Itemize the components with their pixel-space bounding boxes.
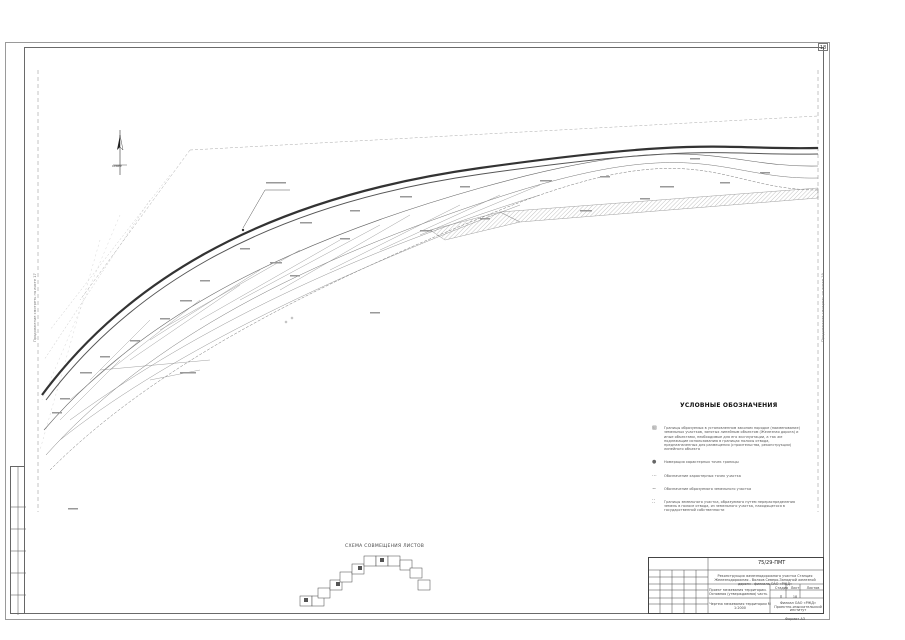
stamp-grid [11, 467, 26, 615]
legend-title: УСЛОВНЫЕ ОБОЗНАЧЕНИЯ [680, 402, 778, 409]
project-code: 75/29-ПМТ [758, 560, 786, 566]
legend-item: ⁚⁚ Границы земельного участка, образуемо… [652, 499, 802, 513]
north-arrow [113, 130, 127, 175]
hatched-parcel-band [499, 187, 819, 223]
left-stamp-strip [10, 466, 26, 615]
north-label: СЕВЕР [112, 164, 122, 168]
sheet-assembly-scheme [299, 555, 431, 607]
stage-label: Стадия [775, 586, 789, 590]
title-block: 75/29-ПМТ Реконструкция железнодорожного… [648, 557, 824, 614]
sheet-title: Проект межевания территории. Основная (у… [709, 588, 768, 596]
legend-item-text: Обозначение характерных точек участка [664, 473, 741, 478]
title-block-grid [648, 557, 824, 614]
hatched-area-symbol-icon: ▧ [652, 425, 657, 432]
parcel-number-symbol-icon: ∼ [652, 485, 657, 492]
legend-item: ▧ Границы образуемых в установленном зак… [652, 425, 802, 452]
legend-item: ⋯ Обозначение характерных точек участка [652, 472, 802, 479]
right-continuation-label: Продолжение смотреть на листе 19 [821, 273, 825, 342]
sheet-label: Лист [790, 586, 800, 590]
sheet-number: 18 [818, 43, 828, 51]
map-title: Чертеж межевания территории М 1:2000 [709, 602, 771, 610]
legend-item-text: Номерация характерных точек границы [664, 460, 739, 465]
legend: УСЛОВНЫЕ ОБОЗНАЧЕНИЯ ▧ Границы образуемы… [652, 402, 802, 522]
railway-main-track [41, 145, 819, 396]
cross-boundary-lines [59, 184, 541, 421]
legend-item-text: Границы земельного участка, образуемого … [664, 500, 796, 513]
scheme-hatch [304, 558, 384, 602]
dotted-zone-symbol-icon: ⁚⁚ [652, 499, 656, 506]
legend-item: ∼ Обозначение образуемого земельного уча… [652, 485, 802, 492]
scheme-title: СХЕМА СОВМЕЩЕНИЯ ЛИСТОВ [345, 544, 425, 549]
organization-name: Филиал ОАО «РЖД» Проектно-изыскательский… [774, 601, 822, 613]
legend-item-text: Обозначение образуемого земельного участ… [664, 486, 752, 491]
left-continuation-label: Продолжение смотреть на листе 17 [33, 273, 37, 342]
project-description: Реконструкция железнодорожного участка С… [714, 574, 816, 586]
legend-item-text: Границы образуемых в установленном закон… [664, 426, 800, 452]
sheet-value: 18 [792, 595, 798, 599]
paper-format: Формат А3 [785, 617, 805, 621]
dot-symbol-icon: ● [652, 459, 657, 466]
parcel-label-marks [52, 158, 770, 510]
stage-value: П [779, 595, 783, 599]
top-boundary-line [189, 115, 819, 151]
legend-item: ● Номерация характерных точек границы [652, 459, 802, 466]
dashed-boundary-symbol-icon: ⋯ [652, 472, 657, 479]
sheet-inner-frame [24, 47, 824, 614]
sheets-label: Листов [806, 586, 820, 590]
sheet-outer-frame [5, 42, 830, 620]
railway-second-track [45, 152, 819, 401]
